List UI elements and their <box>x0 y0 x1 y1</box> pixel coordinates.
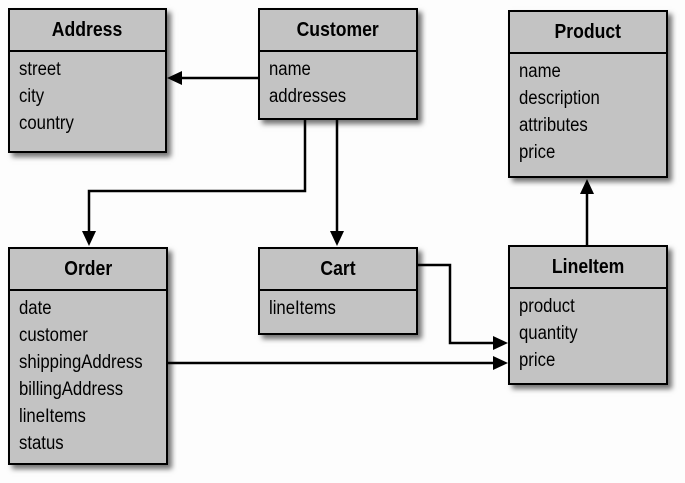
entity-lineitem-field-quantity: quantity <box>519 323 578 344</box>
arrow-customer-to-cart <box>330 120 344 246</box>
entity-lineitem-field-price: price <box>519 350 556 371</box>
arrow-order-to-lineitem <box>168 356 508 370</box>
entity-product-field-name: name <box>519 61 561 82</box>
entity-address-body: street city country <box>10 52 165 137</box>
entity-lineitem-header: LineItem <box>510 247 666 289</box>
entity-cart-header: Cart <box>260 249 416 291</box>
entity-customer-title: Customer <box>296 18 380 41</box>
entity-product-field-price: price <box>519 142 556 163</box>
entity-product-field-description: description <box>519 88 600 109</box>
entity-customer: Customer name addresses <box>258 8 418 120</box>
entity-lineitem: LineItem product quantity price <box>508 245 668 385</box>
entity-customer-body: name addresses <box>260 52 416 110</box>
entity-order-body: date customer shippingAddress billingAdd… <box>10 291 166 457</box>
entity-order-field-date: date <box>19 298 52 319</box>
entity-product-field-attributes: attributes <box>519 115 588 136</box>
entity-order-field-lineitems: lineItems <box>19 406 86 427</box>
entity-product-header: Product <box>510 12 666 54</box>
arrow-cart-to-lineitem <box>418 263 508 350</box>
entity-order: Order date customer shippingAddress bill… <box>8 247 168 465</box>
entity-cart: Cart lineItems <box>258 247 418 335</box>
entity-order-header: Order <box>10 249 166 291</box>
entity-order-title: Order <box>64 257 112 280</box>
entity-customer-header: Customer <box>260 10 416 52</box>
entity-address-field-city: city <box>19 86 45 107</box>
entity-customer-field-name: name <box>269 59 311 80</box>
entity-order-field-billingaddress: billingAddress <box>19 379 124 400</box>
entity-cart-title: Cart <box>320 257 356 280</box>
entity-cart-body: lineItems <box>260 291 416 322</box>
entity-address-title: Address <box>52 18 123 41</box>
entity-customer-field-addresses: addresses <box>269 86 347 107</box>
entity-order-field-shippingaddress: shippingAddress <box>19 352 143 373</box>
entity-address-field-street: street <box>19 59 61 80</box>
entity-order-field-status: status <box>19 433 64 454</box>
entity-address: Address street city country <box>8 8 167 153</box>
arrow-customer-to-address <box>167 71 258 85</box>
entity-product-title: Product <box>554 20 622 43</box>
arrow-lineitem-to-product <box>580 179 594 245</box>
entity-lineitem-body: product quantity price <box>510 289 666 374</box>
entity-lineitem-field-product: product <box>519 296 575 317</box>
entity-cart-field-lineitems: lineItems <box>269 298 336 319</box>
entity-address-field-country: country <box>19 113 74 134</box>
entity-product-body: name description attributes price <box>510 54 666 166</box>
entity-product: Product name description attributes pric… <box>508 10 668 178</box>
entity-address-header: Address <box>10 10 165 52</box>
entity-order-field-customer: customer <box>19 325 88 346</box>
entity-lineitem-title: LineItem <box>551 255 625 278</box>
